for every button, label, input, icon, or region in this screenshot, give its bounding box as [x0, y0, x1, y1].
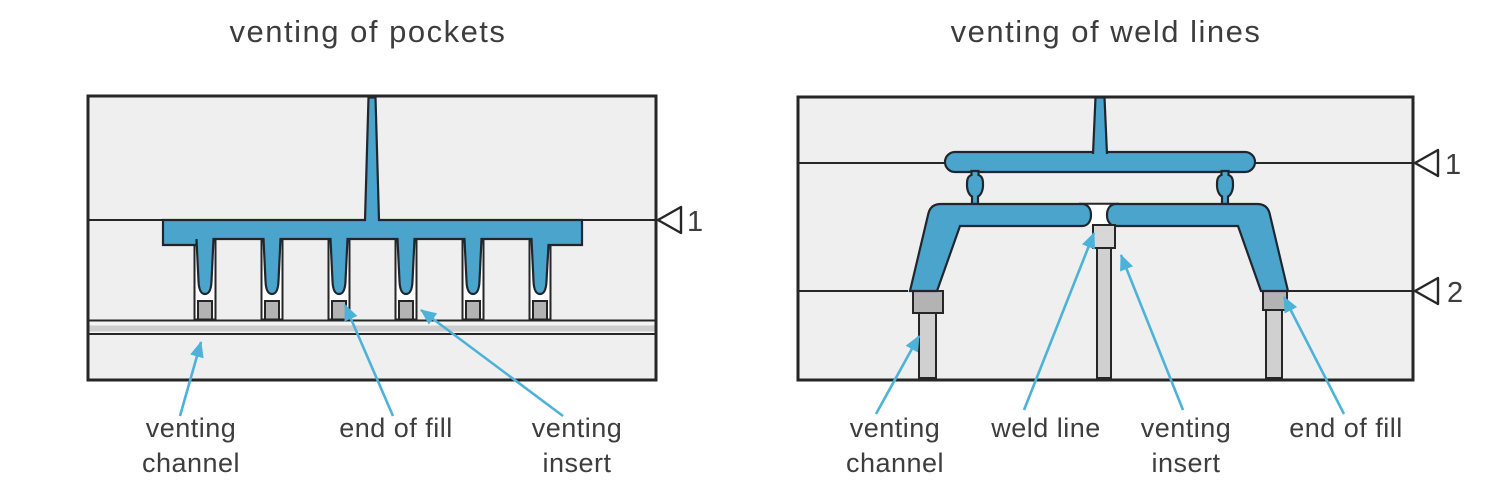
right-venting-channel	[1265, 308, 1283, 379]
left-venting-channel	[918, 311, 937, 379]
label-venting-channel-line2: channel	[142, 448, 240, 478]
label-venting-insert-line2: insert	[1151, 448, 1220, 478]
parting-line-marker-1: 1	[1413, 148, 1461, 181]
arrow-venting-insert	[1119, 254, 1185, 411]
label-venting-insert-line1: venting	[532, 413, 623, 443]
molded-part-left-half	[908, 202, 1093, 293]
arrow-weld-line	[1022, 232, 1096, 411]
parting-marker-number: 2	[1447, 277, 1463, 309]
label-venting-channel-line2: channel	[846, 448, 944, 478]
arrow-end-of-fill	[343, 304, 395, 417]
venting-channel	[88, 319, 656, 335]
parting-marker-triangle	[656, 205, 683, 235]
label-venting-insert-line2: insert	[542, 448, 611, 478]
parting-marker-number: 1	[687, 206, 703, 238]
arrow-venting-channel	[178, 341, 204, 417]
parting-marker-number: 1	[1445, 149, 1461, 181]
sprue	[1091, 96, 1109, 155]
parting-marker-triangle	[1413, 148, 1440, 178]
center-venting-insert	[1092, 224, 1116, 249]
weld-lines-diagram: venting of weld lines	[796, 14, 1463, 478]
label-venting-insert-line1: venting	[1141, 413, 1232, 443]
runner	[943, 150, 1257, 174]
parting-line-marker-1: 1	[656, 205, 703, 238]
arrow-end-of-fill	[1282, 296, 1346, 415]
pockets-diagram: venting of pockets	[86, 14, 703, 478]
parting-line-marker-2: 2	[1413, 276, 1463, 309]
label-venting-channel-line1: venting	[850, 413, 941, 443]
center-venting-channel	[1096, 247, 1112, 379]
pockets-title: venting of pockets	[230, 14, 507, 49]
label-end-of-fill: end of fill	[339, 413, 453, 443]
arrow-venting-insert	[420, 308, 564, 418]
label-weld-line: weld line	[990, 413, 1101, 443]
left-insert-block	[912, 290, 944, 314]
arrow-venting-channel	[874, 335, 921, 415]
label-end-of-fill: end of fill	[1289, 413, 1403, 443]
molded-part-with-pins	[161, 96, 584, 296]
parting-marker-triangle	[1413, 276, 1440, 306]
weld-lines-title: venting of weld lines	[951, 14, 1262, 49]
venting-inserts	[197, 300, 548, 321]
label-venting-channel-line1: venting	[146, 413, 237, 443]
right-insert-block	[1262, 290, 1288, 311]
